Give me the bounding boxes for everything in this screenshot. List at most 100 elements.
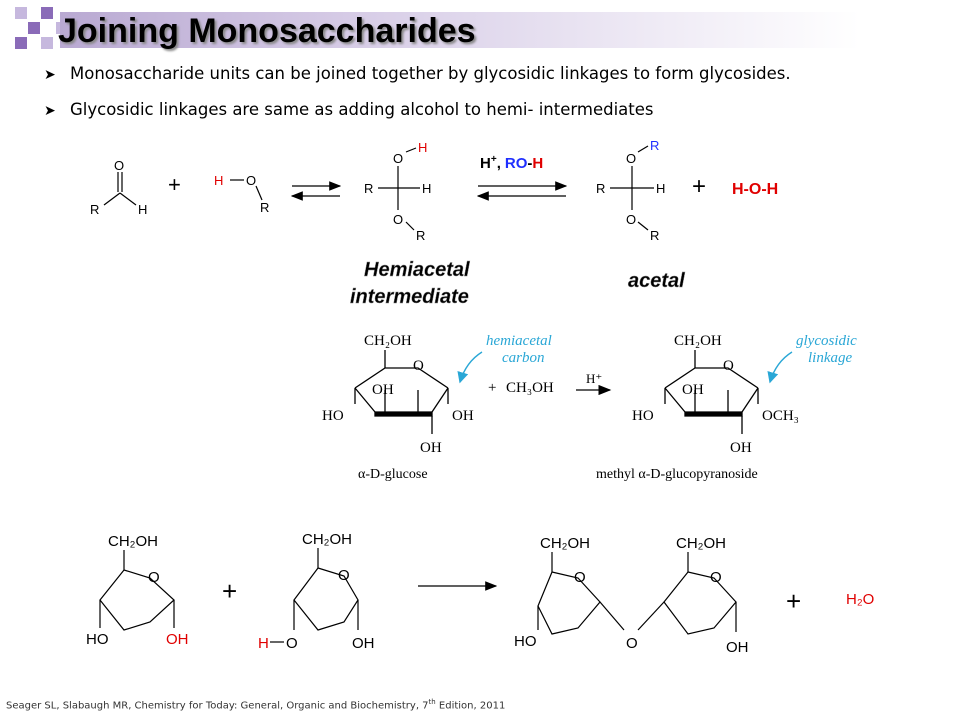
acetal-R-top: R	[650, 138, 659, 153]
decor-square	[15, 37, 27, 49]
catalyst-RO: RO	[505, 155, 528, 172]
intermediate-label: intermediate	[350, 286, 469, 308]
alcohol-O: O	[246, 173, 256, 188]
glucose-ring	[354, 350, 449, 434]
reactant-1-ring	[99, 550, 175, 631]
glucose-caption: α-D-glucose	[358, 467, 428, 482]
acetal-structure	[610, 145, 654, 231]
decor-square	[41, 7, 53, 19]
p-OH: OH	[726, 639, 749, 656]
scheme-3	[99, 548, 737, 643]
aldehyde-structure	[103, 172, 137, 206]
glycosidic-pointer	[767, 351, 793, 384]
hemiacetal-O-bottom: O	[393, 212, 403, 227]
p-ring-O-1: O	[574, 569, 586, 586]
linkage-note: linkage	[808, 350, 852, 366]
plus-sign: +	[692, 173, 706, 200]
hemiacetal-R-bottom: R	[416, 228, 425, 243]
acetal-H: H	[656, 181, 665, 196]
glucopyranoside-ring	[664, 350, 759, 434]
acid-catalyst: H⁺	[586, 371, 602, 386]
catalyst-H2: H	[532, 155, 543, 172]
bullet-1: ➤ Monosaccharide units can be joined toge…	[44, 64, 791, 84]
r1-HO: HO	[86, 631, 109, 648]
disaccharide-ring-2	[637, 552, 737, 635]
hemiacetal-O-top: O	[393, 151, 403, 166]
prod-OCH3: OCH₃	[762, 408, 799, 424]
hemiacetal-structure	[378, 147, 420, 231]
catalyst-dash: -	[527, 155, 532, 172]
plus-sign: +	[488, 380, 496, 396]
alcohol-structure	[230, 179, 263, 201]
alcohol-H: H	[214, 173, 223, 188]
r1-CH2OH: CH₂OH	[108, 533, 158, 550]
r2-ring-O: O	[338, 567, 350, 584]
r2-CH2OH: CH₂OH	[302, 531, 352, 548]
reactant-2-ring	[270, 548, 359, 643]
acetal-O-top: O	[626, 151, 636, 166]
glc-OH: OH	[372, 382, 394, 398]
p-CH2OH-2: CH₂OH	[676, 535, 726, 552]
glc-HO: HO	[322, 408, 344, 424]
carbon-note: carbon	[502, 350, 545, 366]
citation-text-end: Edition, 2011	[435, 700, 506, 712]
glc-CH2OH: CH₂OH	[364, 333, 412, 349]
bullet-2: ➤ Glycosidic linkages are same as adding …	[44, 100, 654, 120]
scheme-3-labels: CH₂OH O HO OH + CH₂OH O H O OH CH₂OH O H…	[86, 531, 874, 656]
prod-CH2OH: CH₂OH	[674, 333, 722, 349]
plus-sign: +	[168, 172, 181, 197]
decor-square	[41, 37, 53, 49]
glc-ring-O: O	[413, 358, 424, 374]
scheme-1	[103, 145, 654, 231]
r2-O: O	[286, 635, 298, 652]
decor-square	[15, 7, 27, 19]
hemiacetal-label: Hemiacetal	[364, 259, 470, 281]
bullet-arrow-icon: ➤	[44, 66, 56, 82]
page-title: Joining Monosaccharides	[58, 12, 476, 50]
bullet-text: Monosaccharide units can be joined toget…	[70, 64, 791, 83]
plus-sign: +	[222, 576, 237, 606]
aldehyde-H: H	[138, 202, 147, 217]
hemiacetal-H-top: H	[418, 140, 427, 155]
prod-OH: OH	[682, 382, 704, 398]
disaccharide-ring-1	[537, 552, 625, 635]
aldehyde-R: R	[90, 202, 99, 217]
hemiacetal-R: R	[364, 181, 373, 196]
r2-OH: OH	[352, 635, 375, 652]
hemiacetal-note: hemiacetal	[486, 333, 552, 349]
prod-OH-bottom: OH	[730, 440, 752, 456]
alcohol-R: R	[260, 200, 269, 215]
r1-OH: OH	[166, 631, 189, 648]
glycosidic-note: glycosidic	[796, 333, 857, 349]
aldehyde-O: O	[114, 158, 124, 173]
catalyst-H: H	[480, 155, 491, 172]
citation-sup: th	[428, 698, 436, 706]
prod-HO: HO	[632, 408, 654, 424]
bullet-text: Glycosidic linkages are same as adding a…	[70, 100, 654, 119]
hemiacetal-H: H	[422, 181, 431, 196]
methanol-label: CH₃OH	[506, 380, 554, 396]
p-HO: HO	[514, 633, 537, 650]
prod-ring-O: O	[723, 358, 734, 374]
catalyst-sup: +	[491, 154, 497, 165]
p-CH2OH-1: CH₂OH	[540, 535, 590, 552]
bullet-arrow-icon: ➤	[44, 102, 56, 118]
glucopyranoside-caption: methyl α-D-glucopyranoside	[596, 467, 758, 482]
p-bridge-O: O	[626, 635, 638, 652]
glc-OH-bottom: OH	[420, 440, 442, 456]
p-ring-O-2: O	[710, 569, 722, 586]
water-label: H-O-H	[732, 181, 778, 198]
scheme-2-labels: CH₂OH O OH HO OH OH hemiacetal carbon + …	[322, 333, 857, 482]
decor-square	[28, 22, 40, 34]
acetal-R-bottom: R	[650, 228, 659, 243]
water-product: H₂O	[846, 591, 874, 608]
r2-H: H	[258, 635, 269, 652]
acetal-R: R	[596, 181, 605, 196]
catalyst-label: H+,RO-H	[480, 154, 543, 172]
glc-OH-anomeric: OH	[452, 408, 474, 424]
title-bar	[60, 12, 860, 48]
acetal-O-bottom: O	[626, 212, 636, 227]
citation: Seager SL, Slabaugh MR, Chemistry for To…	[6, 698, 505, 711]
citation-text: Seager SL, Slabaugh MR, Chemistry for To…	[6, 700, 429, 712]
